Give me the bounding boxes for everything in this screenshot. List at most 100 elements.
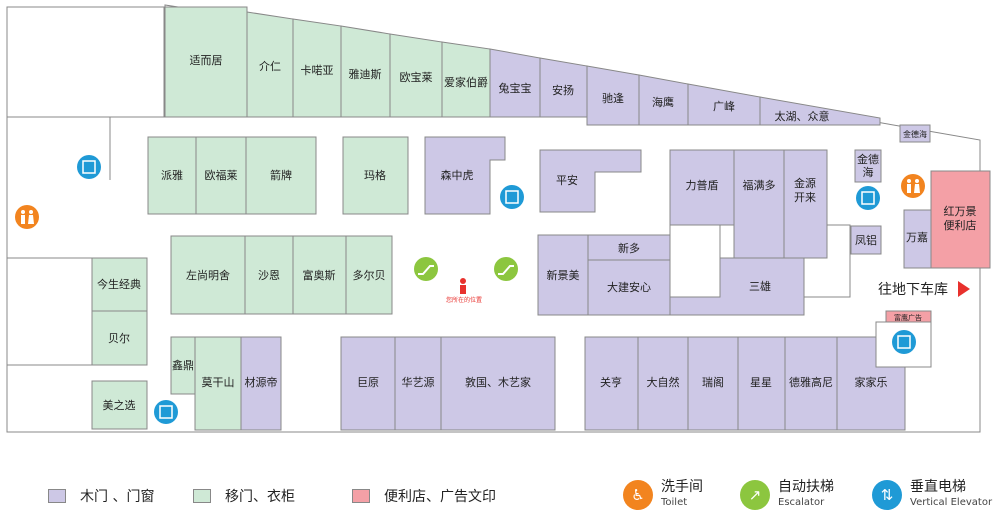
mid-green-row: 派雅 欧福莱 箭牌 玛格 — [147, 136, 409, 215]
shop-xingxing[interactable] — [737, 336, 786, 431]
label-sanxiong: 三雄 — [749, 279, 771, 293]
label-oufulai: 欧福莱 — [205, 168, 238, 182]
escalator-icon[interactable] — [414, 257, 438, 281]
label-wanjia: 万嘉 — [906, 230, 928, 244]
label-zuoshang: 左尚明舍 — [186, 268, 230, 282]
label-tubaobao: 兔宝宝 — [499, 81, 532, 95]
label-guanheng: 关亨 — [600, 375, 622, 389]
shop-guanheng[interactable] — [584, 336, 639, 431]
shop-sanxiong[interactable] — [669, 257, 805, 316]
label-mage: 玛格 — [364, 168, 386, 182]
legend-swatch-wood — [48, 489, 66, 503]
label-kanuoya: 卡喏亚 — [301, 64, 334, 77]
toilet-icon[interactable] — [901, 174, 925, 198]
shop-fenglv[interactable] — [850, 225, 882, 255]
shop-fumanduo[interactable] — [733, 149, 785, 259]
legend-elevator-en: Vertical Elevator — [910, 497, 993, 508]
label-dunguo: 敦国、木艺家 — [465, 375, 531, 389]
label-jianpai: 箭牌 — [270, 168, 292, 182]
shop-taihu[interactable] — [759, 96, 881, 126]
label-senzhonghu: 森中虎 — [441, 168, 474, 182]
shop-jianpai[interactable] — [245, 136, 317, 215]
label-dajian: 大建安心 — [607, 280, 651, 294]
label-caiyuandi: 材源帝 — [245, 375, 278, 389]
elevator-icon: ⇅ — [872, 480, 902, 510]
label-fumanduo: 福满多 — [743, 178, 776, 192]
shop-senzhonghu[interactable] — [424, 136, 506, 215]
label-fenglv: 凤铝 — [855, 233, 877, 247]
label-duoerbei: 多尔贝 — [353, 268, 386, 282]
elevator-icon[interactable] — [77, 155, 101, 179]
elevator-icon[interactable] — [856, 186, 880, 210]
shop-meizhixuan[interactable] — [91, 380, 148, 430]
legend-toilet-zh: 洗手间 — [661, 479, 703, 495]
label-ad: 富鹰广告 — [894, 313, 922, 322]
toilet-icon: ♿ — [623, 480, 653, 510]
shop-xinduo[interactable] — [587, 234, 671, 261]
label-juyuan: 巨原 — [357, 376, 379, 389]
shop-mage[interactable] — [342, 136, 409, 215]
shop-lipudun[interactable] — [669, 149, 735, 226]
label-hongwanjing-1: 红万景 — [944, 205, 977, 218]
shop-pingan[interactable] — [539, 149, 642, 213]
label-fuaosi: 富奥斯 — [303, 268, 336, 282]
garage-label: 往地下车库 — [878, 281, 948, 298]
you-are-here-label: 您所在的位置 — [446, 296, 482, 304]
label-jindehai-top: 金德海 — [903, 129, 927, 139]
shop-huayiyuan[interactable] — [394, 336, 442, 431]
label-taihu: 太湖、众意 — [775, 109, 830, 123]
shop-caiyuandi[interactable] — [240, 336, 282, 431]
toilet-icon[interactable] — [15, 205, 39, 229]
escalator-icon[interactable] — [494, 257, 518, 281]
shop-hongwanjing[interactable] — [930, 170, 991, 269]
label-xinjingmei: 新景美 — [547, 268, 580, 282]
shop-dajian[interactable] — [587, 259, 671, 316]
shop-jindehai-top[interactable] — [899, 124, 931, 143]
legend-swatch-store — [352, 489, 370, 503]
shop-jinsheng[interactable] — [91, 257, 148, 312]
label-pingan: 平安 — [556, 173, 578, 187]
label-paiya: 派雅 — [161, 168, 183, 182]
elevator-icon[interactable] — [892, 330, 916, 354]
label-beier: 贝尔 — [108, 332, 130, 345]
person-icon — [460, 278, 466, 294]
elevator-icon[interactable] — [500, 185, 524, 209]
shop-beier[interactable] — [91, 310, 148, 366]
shop-ruige[interactable] — [687, 336, 739, 431]
shop-juyuan[interactable] — [340, 336, 396, 431]
shop-oufulai[interactable] — [195, 136, 247, 215]
label-oubaolai: 欧宝莱 — [400, 70, 433, 84]
shop-paiya[interactable] — [147, 136, 197, 215]
legend-sliding-label: 移门、衣柜 — [225, 489, 295, 505]
legend-store: 便利店、广告文印 — [352, 486, 496, 506]
label-deya: 德雅高尼 — [789, 375, 833, 389]
legend-store-label: 便利店、广告文印 — [384, 489, 496, 505]
label-yadisi: 雅迪斯 — [349, 67, 382, 81]
shop-daziran[interactable] — [637, 336, 689, 431]
shop-moganshan[interactable] — [194, 336, 242, 431]
shop-deya[interactable] — [784, 336, 838, 431]
legend-sliding: 移门、衣柜 — [193, 486, 295, 506]
label-shaen: 沙恩 — [258, 269, 280, 282]
shop-xinjingmei[interactable] — [537, 234, 589, 316]
shop-dunguo[interactable] — [440, 336, 556, 431]
shop-jinyuan[interactable] — [783, 149, 828, 259]
shop-wanjia[interactable] — [903, 209, 932, 269]
left-room-top — [6, 6, 165, 118]
label-xinding: 鑫鼎 — [172, 358, 194, 372]
label-jieren: 介仁 — [259, 60, 281, 73]
shop-jindehai[interactable] — [854, 149, 882, 183]
shop-xinding[interactable] — [170, 336, 196, 395]
legend-escalator-zh: 自动扶梯 — [778, 479, 834, 495]
shop-shaen[interactable] — [244, 235, 294, 315]
legend-toilet: ♿ 洗手间 Toilet — [623, 480, 703, 510]
escalator-icon: ↗ — [740, 480, 770, 510]
label-anyang: 安扬 — [552, 83, 574, 97]
label-shierju: 适而居 — [190, 54, 223, 67]
inner-room — [669, 224, 721, 298]
label-hongwanjing-2: 便利店 — [944, 218, 977, 232]
shop-duoerbei[interactable] — [345, 235, 393, 315]
elevator-icon[interactable] — [154, 400, 178, 424]
left-room-bottom — [6, 257, 93, 366]
